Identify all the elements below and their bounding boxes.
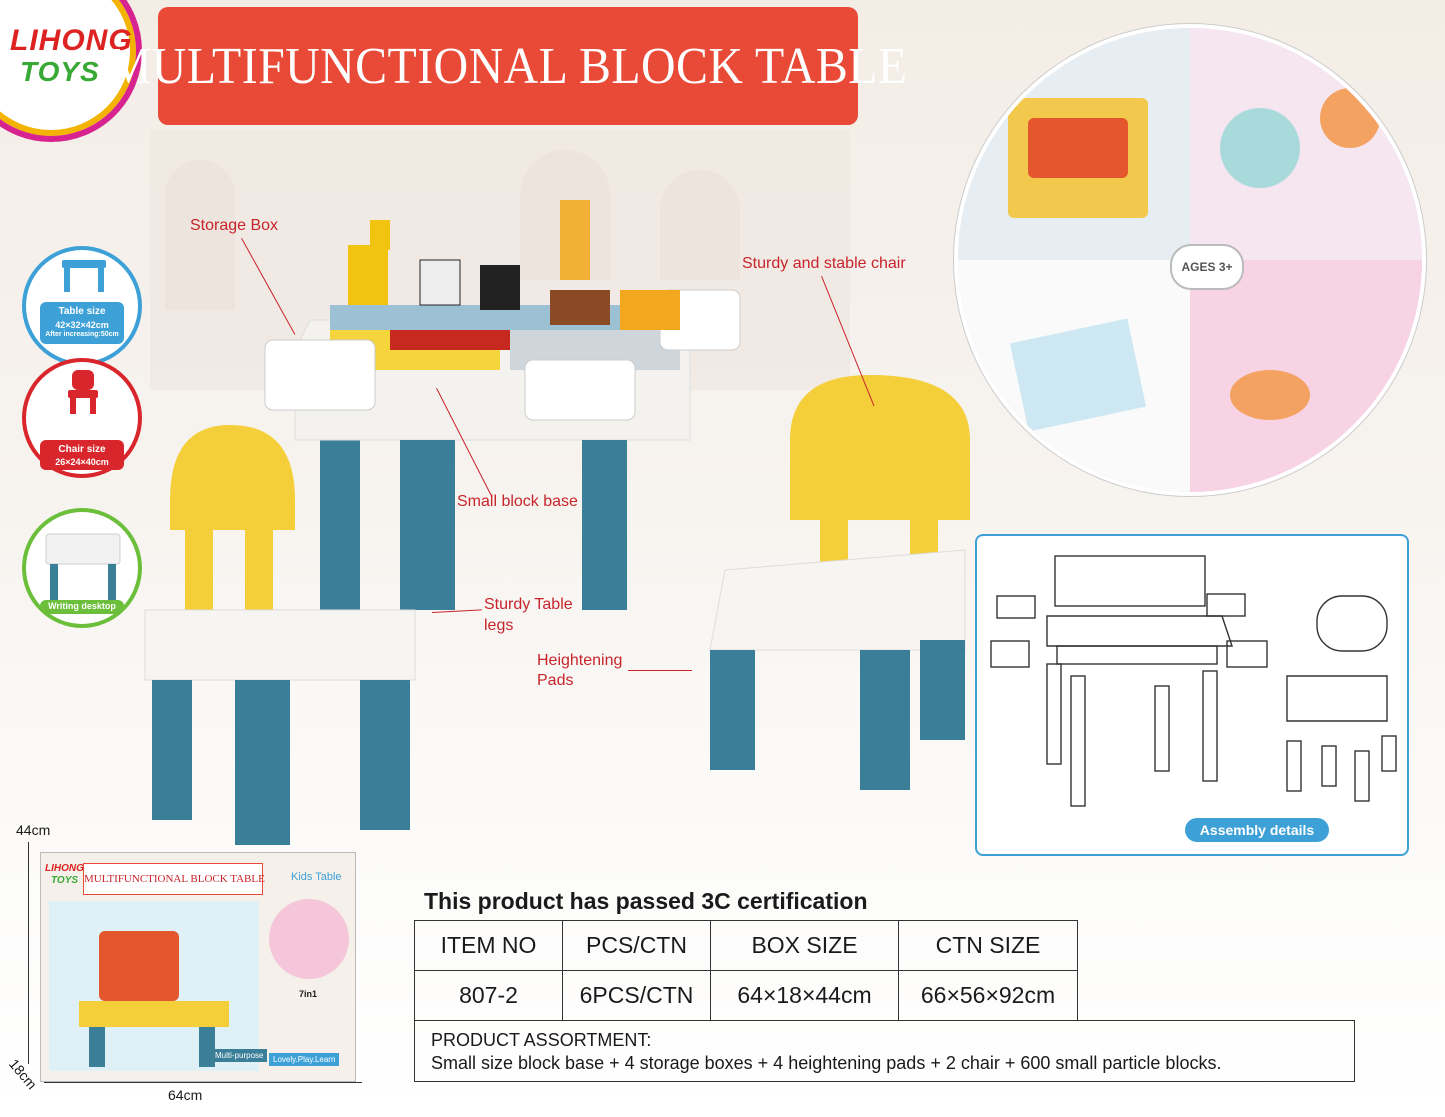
spec-table: ITEM NO PCS/CTN BOX SIZE CTN SIZE 807-2 … (414, 920, 1078, 1021)
collage-dough (1190, 28, 1422, 260)
product-assortment: PRODUCT ASSORTMENT: Small size block bas… (414, 1020, 1355, 1082)
ages-badge: AGES 3+ (1170, 244, 1244, 290)
box-footer-right: Lovely.Play.Learn (269, 1053, 340, 1066)
width-dimension-line (44, 1082, 362, 1083)
callout-pads-2: Pads (537, 672, 574, 689)
table-size-badge: Table size 42×32×42cm After increasing:5… (26, 250, 138, 362)
spec-header-row: ITEM NO PCS/CTN BOX SIZE CTN SIZE (414, 920, 1078, 971)
box-7in1: 7in1 (299, 989, 318, 999)
page-title: MULTIFUNCTIONAL BLOCK TABLE (108, 37, 908, 95)
callout-pads-1: Heightening (537, 652, 623, 669)
callout-storage-box: Storage Box (190, 217, 279, 234)
callout-table-legs-1: Sturdy Table (484, 596, 573, 613)
assortment-label: PRODUCT ASSORTMENT: (431, 1030, 652, 1050)
box-brand-line2: TOYS (51, 875, 79, 886)
assembly-details-label: Assembly details (1185, 818, 1329, 842)
collage-drawing (958, 260, 1190, 492)
assortment-text: Small size block base + 4 storage boxes … (431, 1053, 1222, 1073)
brand-line1: LIHONG (10, 24, 133, 57)
box-width-label: 64cm (168, 1087, 203, 1103)
table-size-label: Table size (58, 306, 106, 317)
value-pcs-ctn: 6PCS/CTN (562, 970, 711, 1021)
chair-size-label: Chair size (58, 444, 106, 455)
chair-size-badge: Chair size 26×24×40cm (26, 362, 138, 474)
table-size-note: After increasing:50cm (45, 331, 119, 338)
chair-left (144, 425, 416, 845)
desk-icon (45, 533, 121, 600)
background-arch (660, 170, 740, 280)
header-ctn-size: CTN SIZE (898, 920, 1078, 971)
writing-desktop-label: Writing desktop (48, 601, 116, 611)
box-height-label: 44cm (16, 822, 51, 838)
value-ctn-size: 66×56×92cm (898, 970, 1078, 1021)
product-illustration (264, 200, 741, 610)
header-box-size: BOX SIZE (710, 920, 899, 971)
header-item-no: ITEM NO (414, 920, 563, 971)
activity-collage: AGES 3+ (958, 28, 1422, 492)
header-pcs-ctn: PCS/CTN (562, 920, 711, 971)
title-banner: MULTIFUNCTIONAL BLOCK TABLE (109, 7, 907, 125)
table-icon (62, 260, 106, 292)
certification-text: This product has passed 3C certification (424, 888, 868, 914)
table-size-value: 42×32×42cm (55, 320, 109, 330)
box-collage (269, 899, 349, 979)
collage-sand (1190, 260, 1422, 492)
box-title: MULTIFUNCTIONAL BLOCK TABLE (83, 863, 265, 895)
writing-desktop-badge: Writing desktop (26, 512, 138, 624)
box-depth-label: 18cm (5, 1055, 41, 1093)
height-dimension-line (28, 842, 29, 1064)
callout-sturdy-chair: Sturdy and stable chair (742, 255, 906, 272)
box-photo (49, 901, 259, 1071)
box-brand-line1: LIHONG (45, 863, 84, 874)
box-kids-table: Kids Table (291, 871, 342, 883)
background-arch (165, 160, 235, 310)
spec-value-row: 807-2 6PCS/CTN 64×18×44cm 66×56×92cm (414, 970, 1078, 1021)
product-box-image: LIHONG TOYS MULTIFUNCTIONAL BLOCK TABLE … (40, 852, 356, 1082)
chair-size-value: 26×24×40cm (55, 457, 109, 467)
value-item-no: 807-2 (414, 970, 563, 1021)
chair-icon (68, 370, 98, 414)
assembly-diagram (975, 534, 1409, 856)
box-footer-left: Multi-purpose (211, 1049, 268, 1062)
callout-small-block-base: Small block base (457, 493, 578, 510)
chair-right (709, 375, 970, 790)
value-box-size: 64×18×44cm (710, 970, 899, 1021)
callout-table-legs-2: legs (484, 617, 514, 634)
assembly-drawing (990, 555, 1397, 807)
brand-line2: TOYS (20, 56, 100, 87)
collage-marble-run (958, 28, 1190, 260)
